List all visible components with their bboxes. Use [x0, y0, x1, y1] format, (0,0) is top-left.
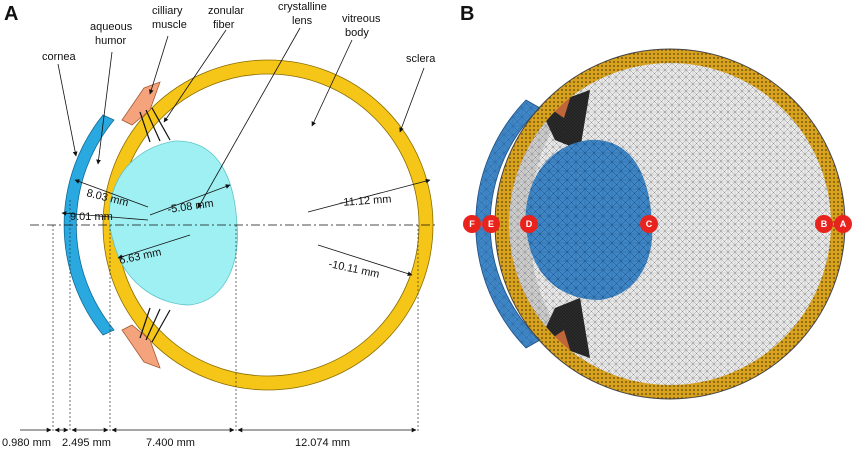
label-vitreous-line2: body — [345, 27, 369, 39]
svg-text:B: B — [821, 219, 828, 229]
ciliary-muscle-bottom — [121, 324, 161, 369]
callout-lines — [57, 27, 425, 209]
panel-a-label: A — [4, 3, 18, 25]
marker-f: F — [463, 215, 481, 233]
point-markers: F E D C B A — [463, 215, 852, 233]
crystalline-lens — [108, 140, 238, 306]
thickness-label-aqueous: 2.495 mm — [62, 437, 111, 449]
zonular-fibers — [139, 107, 171, 343]
label-zonular-line1: zonular — [208, 5, 244, 17]
marker-a: A — [834, 215, 852, 233]
label-vitreous-line1: vitreous — [342, 13, 381, 25]
radius-label-r5: -11.12 mm — [339, 193, 391, 209]
label-ciliary-line2: muscle — [152, 19, 187, 31]
cornea-shape — [63, 114, 115, 336]
marker-b: B — [815, 215, 833, 233]
svg-text:F: F — [469, 219, 475, 229]
label-aqueous-line1: aqueous — [90, 21, 133, 33]
marker-e: E — [482, 215, 500, 233]
panel-a: A — [2, 1, 438, 449]
projection-lines — [52, 200, 419, 432]
panel-b-label: B — [460, 3, 474, 25]
label-cornea: cornea — [42, 51, 77, 63]
marker-c: C — [640, 215, 658, 233]
thickness-label-cornea: 0.980 mm — [2, 437, 51, 449]
label-ciliary-line1: cilliary — [152, 5, 183, 17]
marker-d: D — [520, 215, 538, 233]
thickness-label-lens: 7.400 mm — [146, 437, 195, 449]
svg-text:D: D — [526, 219, 533, 229]
radius-arrows — [61, 178, 431, 276]
radius-label-r6: -10.11 mm — [327, 258, 380, 281]
svg-text:E: E — [488, 219, 494, 229]
svg-text:A: A — [840, 219, 847, 229]
label-lens-line2: lens — [292, 15, 313, 27]
svg-text:C: C — [646, 219, 653, 229]
radius-label-r2: 9.01 mm — [70, 211, 113, 223]
panel-b: B — [460, 3, 852, 400]
label-aqueous-line2: humor — [95, 35, 127, 47]
label-zonular-line2: fiber — [213, 19, 235, 31]
label-lens-line1: crystalline — [278, 1, 327, 13]
thickness-label-vitreous: 12.074 mm — [295, 437, 350, 449]
label-sclera: sclera — [406, 53, 436, 65]
